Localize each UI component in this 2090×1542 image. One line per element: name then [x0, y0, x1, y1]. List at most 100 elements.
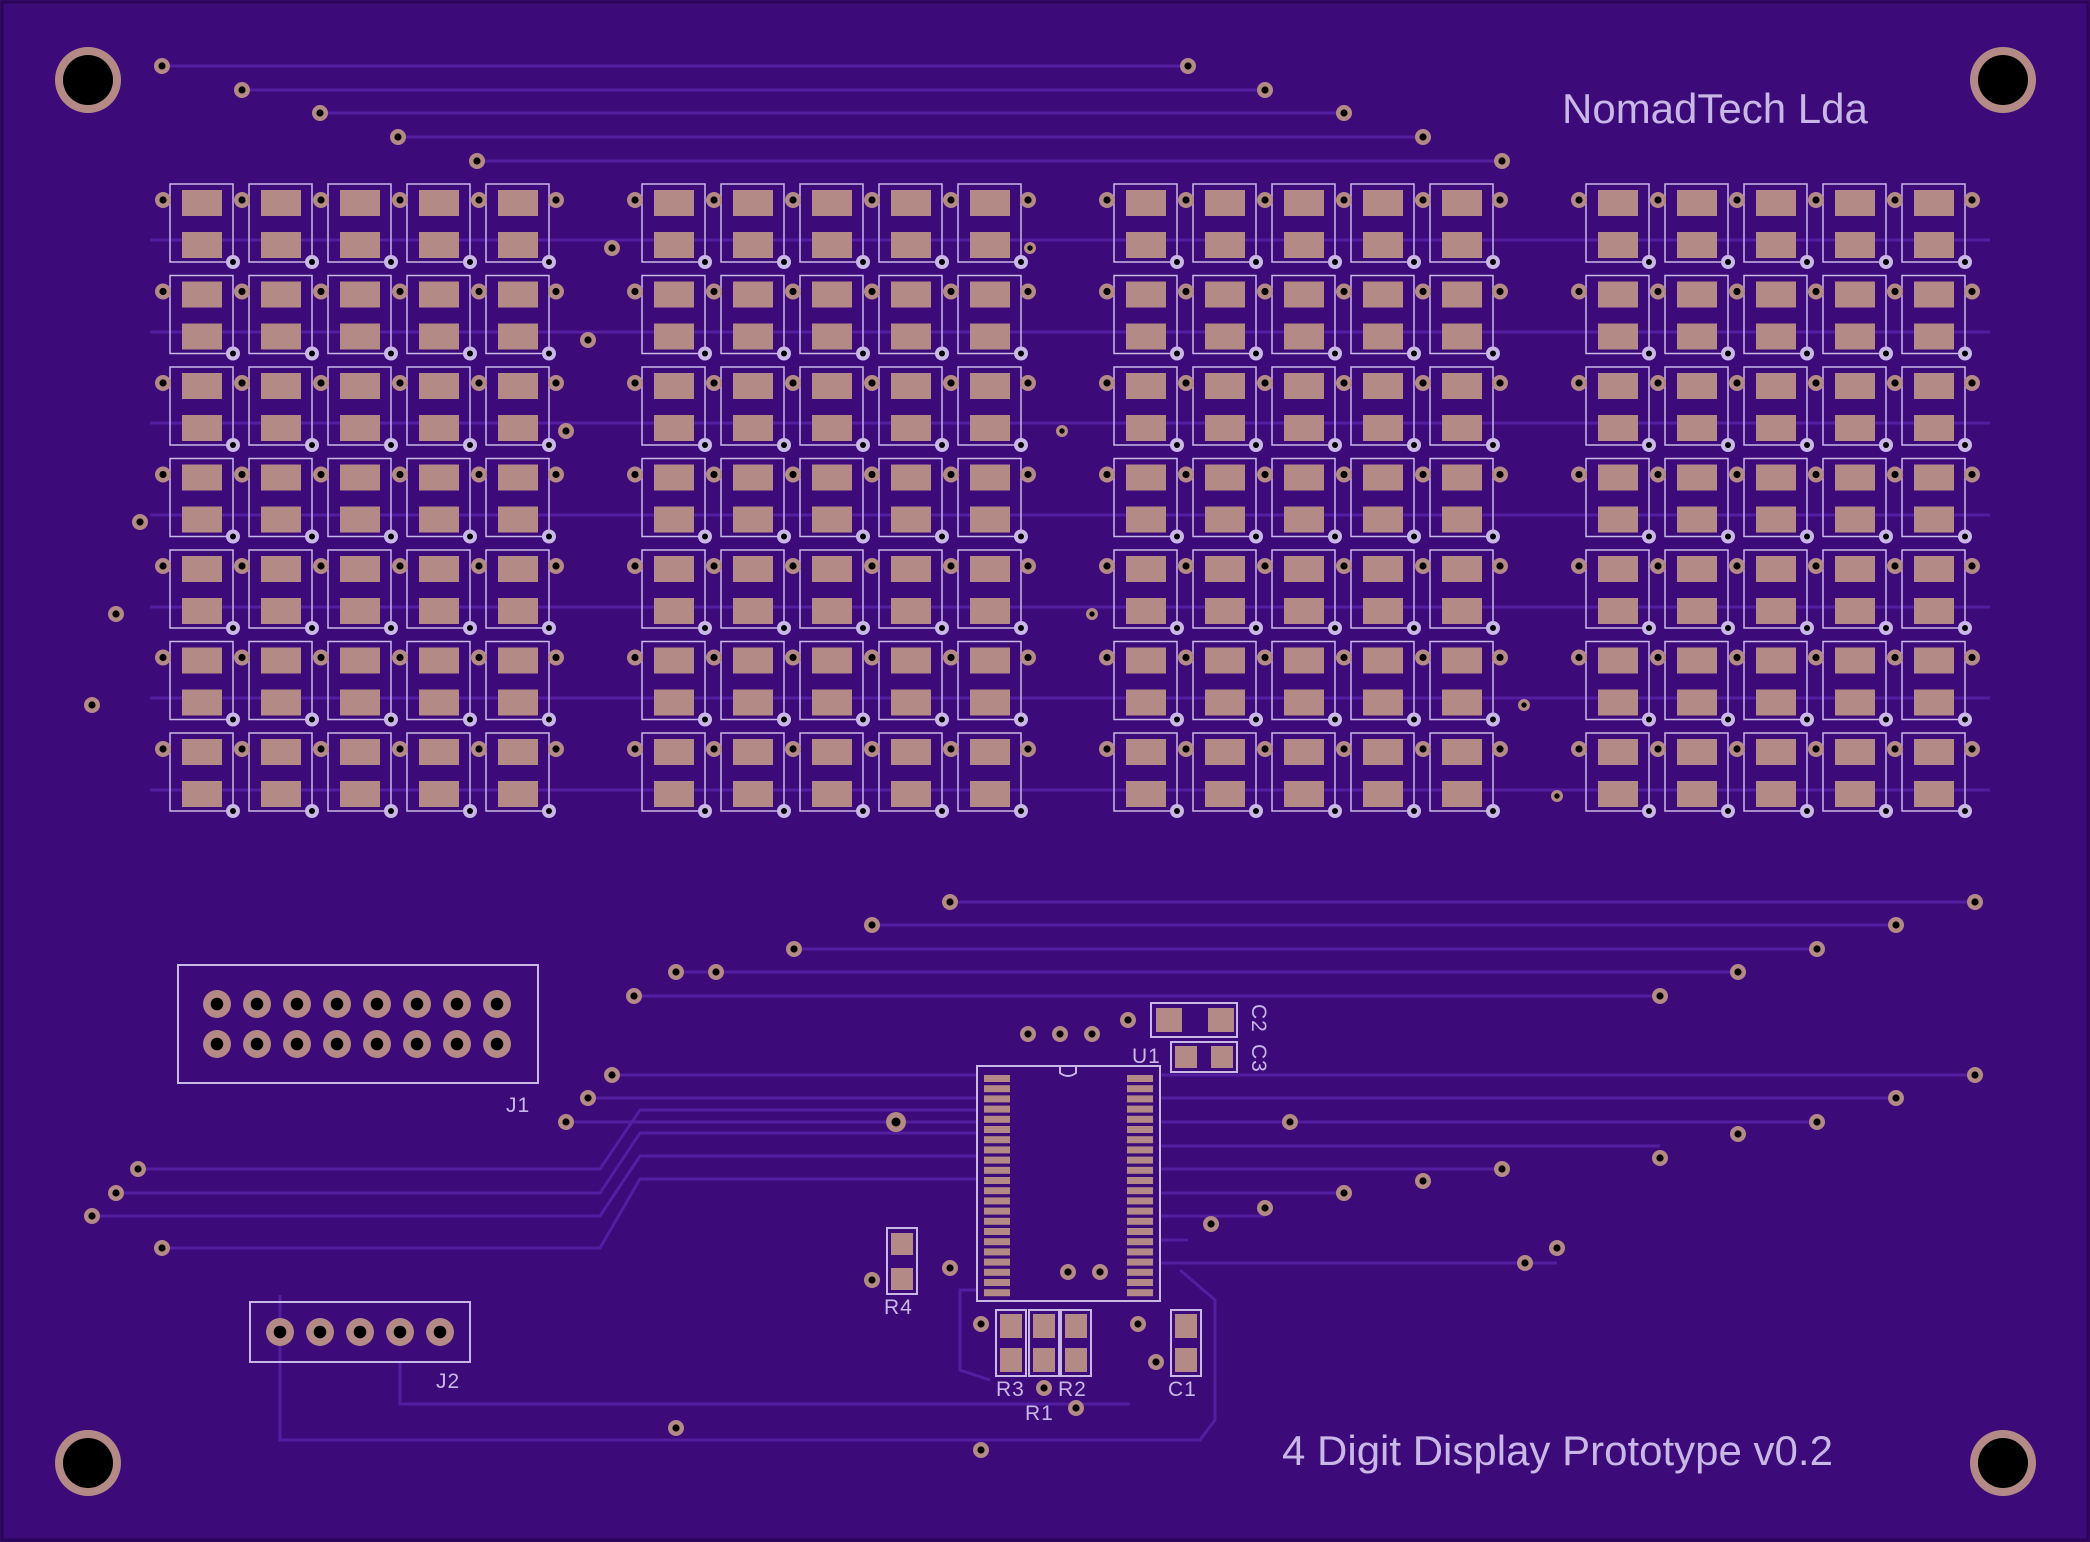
led-pad — [182, 415, 222, 441]
led-pin-hole — [1646, 808, 1652, 814]
via-hole — [789, 379, 797, 387]
led-pin-hole — [546, 533, 552, 540]
led-outline — [485, 732, 550, 812]
led-pin-hole — [702, 259, 708, 265]
u1-pad — [1127, 1136, 1153, 1144]
c3-pad — [1175, 1046, 1197, 1068]
led-pin-hole — [230, 259, 236, 265]
via-hole — [712, 968, 720, 976]
via-hole — [490, 1037, 504, 1051]
led-pad — [340, 506, 380, 533]
via-hole — [1040, 1384, 1048, 1392]
led-pin-hole — [1646, 625, 1652, 631]
led-pad — [1835, 232, 1875, 258]
via-hole — [393, 1325, 407, 1339]
via-hole — [1419, 653, 1427, 662]
u1-pad — [1127, 1105, 1153, 1113]
led-outline — [1192, 732, 1257, 812]
via-hole — [1498, 157, 1506, 165]
via-hole — [1261, 745, 1269, 753]
led-pad — [1756, 464, 1796, 491]
led-pin-hole — [309, 533, 315, 540]
led-pad — [654, 232, 694, 258]
led-pad — [812, 190, 852, 216]
r4-outline — [886, 1227, 918, 1295]
led-outline — [641, 183, 706, 263]
led-pin-hole — [1962, 350, 1968, 357]
trace — [138, 1108, 977, 1171]
via-hole — [1340, 745, 1348, 753]
capacitor-c3: C3 — [1170, 1041, 1270, 1073]
via-hole — [1340, 196, 1348, 204]
led-pin-hole — [860, 442, 866, 448]
led-pad — [498, 647, 538, 674]
resistor-r1: R1 — [1025, 1309, 1060, 1425]
via-hole — [1340, 379, 1348, 387]
via-hole — [631, 196, 639, 204]
led-outline — [1743, 366, 1808, 446]
via-hole — [1734, 968, 1742, 976]
led-pad — [1442, 689, 1482, 716]
led-outline — [1113, 183, 1178, 263]
u1-pad — [1127, 1126, 1153, 1133]
via-hole — [353, 1325, 367, 1339]
via-hole — [1892, 921, 1900, 929]
led-pad — [1126, 190, 1166, 216]
led-outline — [720, 457, 785, 538]
r1-label: R1 — [1025, 1402, 1054, 1425]
via-hole — [1340, 109, 1348, 117]
led-pad — [1363, 556, 1403, 582]
led-pad — [1284, 506, 1324, 533]
led-pad — [1126, 689, 1166, 716]
led-pad — [891, 373, 931, 399]
via-hole — [552, 470, 560, 479]
led-pad — [498, 556, 538, 582]
led-outline — [1743, 640, 1808, 721]
trace — [162, 1177, 977, 1250]
led-pad — [1442, 739, 1482, 765]
via-hole — [317, 745, 325, 753]
via-hole — [608, 1071, 616, 1079]
via-hole — [1891, 196, 1899, 204]
via-hole — [250, 1037, 264, 1051]
led-pad — [1677, 415, 1717, 441]
via-hole — [789, 196, 797, 204]
digit — [155, 183, 564, 818]
led-pad — [891, 464, 931, 491]
c1-pad — [1175, 1314, 1197, 1338]
u1-pad — [1127, 1146, 1153, 1154]
led-pad — [1756, 556, 1796, 582]
via-hole — [1072, 1404, 1080, 1412]
via-hole — [1892, 1094, 1900, 1102]
via-hole — [868, 562, 876, 570]
led-outline — [878, 366, 943, 446]
led-pad — [1677, 232, 1717, 258]
led-pad — [261, 464, 301, 491]
led-outline — [799, 183, 864, 263]
led-pin-hole — [1804, 625, 1810, 631]
via-hole — [1089, 611, 1095, 617]
via-hole — [1261, 470, 1269, 479]
via-hole — [1103, 379, 1111, 387]
via-hole — [410, 997, 424, 1011]
via-hole — [1340, 1189, 1348, 1197]
via-hole — [947, 745, 955, 753]
via-hole — [159, 196, 167, 204]
via-hole — [672, 968, 680, 976]
led-outline — [327, 640, 392, 721]
led-pin-hole — [860, 533, 866, 540]
led-pad — [261, 232, 301, 258]
led-outline — [720, 732, 785, 812]
via-hole — [1419, 1177, 1427, 1185]
via-hole — [1813, 945, 1821, 953]
led-pad — [891, 190, 931, 216]
led-pad — [1126, 506, 1166, 533]
led-outline — [248, 457, 313, 538]
led-pad — [1363, 190, 1403, 216]
led-pad — [1677, 598, 1717, 624]
led-pad — [891, 323, 931, 350]
via-hole — [1733, 653, 1741, 662]
led-pin-hole — [1174, 442, 1180, 448]
via-hole — [1152, 1358, 1160, 1366]
via-hole — [313, 1325, 327, 1339]
